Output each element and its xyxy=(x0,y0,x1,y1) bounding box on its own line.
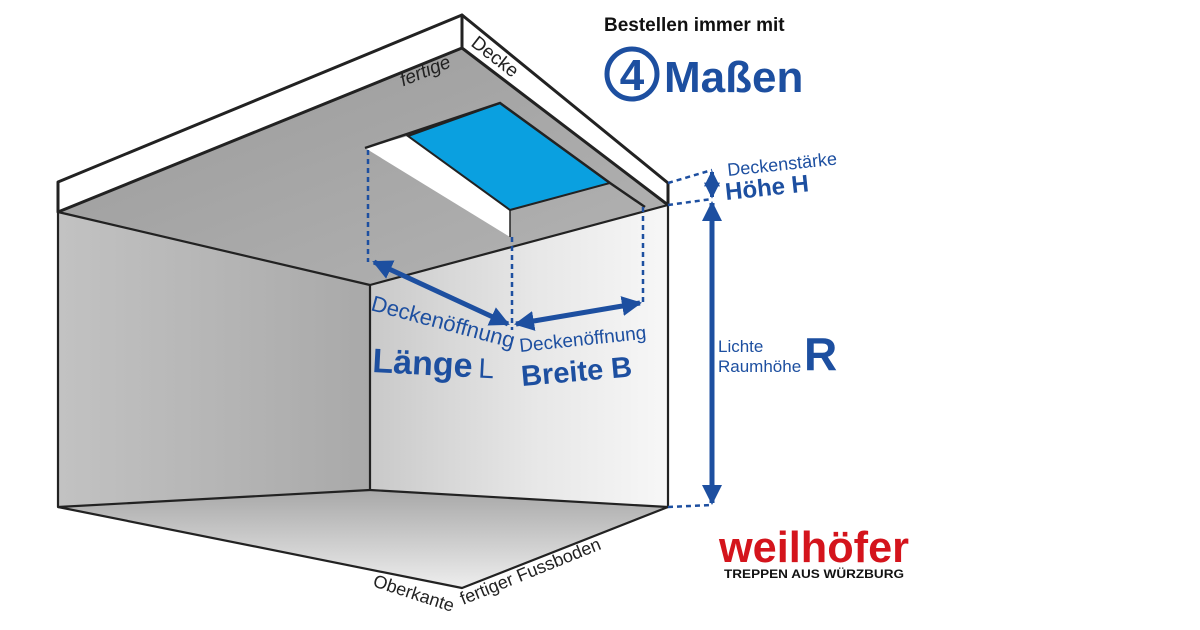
length-arrow xyxy=(372,259,510,327)
opening-outline xyxy=(364,101,646,209)
brand-logo: weilhöfer TREPPEN AUS WÜRZBURG xyxy=(718,523,909,581)
room-height-line2: Raumhöhe xyxy=(718,357,801,376)
logo-brand: weilhöfer xyxy=(718,523,909,572)
ceiling-underside xyxy=(58,48,668,285)
header-word: Maßen xyxy=(664,53,803,102)
floor xyxy=(58,490,668,588)
left-wall xyxy=(58,212,370,507)
header-line1: Bestellen immer mit xyxy=(604,15,785,36)
room-height-line1: Lichte xyxy=(718,337,763,356)
logo-tagline: TREPPEN AUS WÜRZBURG xyxy=(724,566,904,581)
room-height-letter: R xyxy=(804,328,837,380)
number-circle xyxy=(604,46,660,102)
header-number: 4 xyxy=(620,51,645,100)
opening-edge xyxy=(365,136,510,237)
length-letter: L xyxy=(478,353,495,385)
length-main-text: Länge xyxy=(372,342,474,385)
width-arrow xyxy=(514,296,642,331)
dashed-guides xyxy=(366,150,713,509)
